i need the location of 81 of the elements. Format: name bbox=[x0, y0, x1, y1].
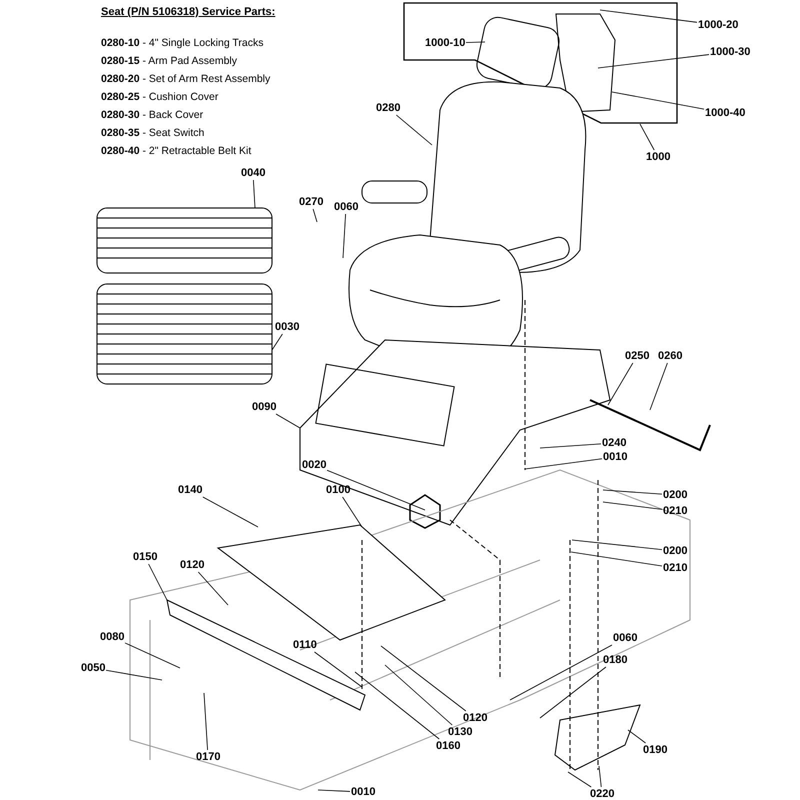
leader-line bbox=[202, 496, 258, 528]
leader-line bbox=[600, 10, 698, 23]
callout-number: 0200 bbox=[663, 489, 688, 501]
leader-line bbox=[640, 124, 655, 150]
callout-number: 0220 bbox=[590, 788, 614, 800]
leader-line bbox=[540, 666, 606, 718]
service-part-entry: 0280-10 - 4" Single Locking Tracks bbox=[101, 37, 264, 49]
leader-line bbox=[572, 540, 662, 550]
callout-number: 0270 bbox=[299, 196, 324, 208]
callout-number: 0160 bbox=[436, 740, 460, 752]
callout-number: 0040 bbox=[241, 167, 266, 179]
leader-line bbox=[628, 730, 646, 744]
leader-line bbox=[602, 490, 662, 494]
callout-number: 0030 bbox=[275, 321, 300, 333]
callout-number: 0130 bbox=[448, 726, 472, 738]
leader-line bbox=[148, 564, 168, 600]
callout-number: 0060 bbox=[613, 632, 638, 644]
leader-line bbox=[524, 458, 602, 470]
callout-number: 0170 bbox=[196, 751, 220, 763]
leader-line bbox=[568, 772, 592, 788]
service-part-entry: 0280-40 - 2" Retractable Belt Kit bbox=[101, 145, 252, 157]
leader-line bbox=[608, 362, 634, 406]
leader-line bbox=[198, 572, 228, 606]
leader-line bbox=[124, 642, 180, 668]
callout-number: 0090 bbox=[252, 401, 276, 413]
callout-number: 0260 bbox=[658, 350, 682, 362]
callout-number: 0020 bbox=[302, 459, 326, 471]
callout-number: 0150 bbox=[133, 551, 158, 563]
callout-number: 1000-10 bbox=[425, 37, 466, 49]
leader-line bbox=[570, 552, 662, 566]
service-part-entry: 0280-15 - Arm Pad Assembly bbox=[101, 55, 237, 67]
callout-number: 0110 bbox=[293, 639, 317, 651]
callout-number: 0210 bbox=[663, 562, 688, 574]
callout-number: 0210 bbox=[663, 505, 688, 517]
callout-number: 0060 bbox=[334, 201, 358, 213]
leader-line bbox=[276, 414, 300, 428]
callout-number: 0240 bbox=[602, 437, 626, 449]
callout-number: 0120 bbox=[463, 712, 488, 724]
leader-line bbox=[314, 652, 362, 688]
callout-number: 0050 bbox=[81, 662, 106, 674]
leader-line bbox=[106, 670, 162, 680]
leader-line bbox=[540, 443, 602, 448]
callout-number: 0180 bbox=[603, 654, 628, 666]
leader-line bbox=[204, 692, 208, 750]
leader-line bbox=[342, 496, 362, 528]
callout-number: 0120 bbox=[180, 559, 204, 571]
callout-number: 0100 bbox=[326, 484, 350, 496]
leader-line bbox=[272, 334, 283, 350]
callout-number: 0080 bbox=[100, 631, 124, 643]
leader-line bbox=[612, 92, 704, 110]
service-part-entry: 0280-25 - Cushion Cover bbox=[101, 91, 218, 103]
callout-number: 0280 bbox=[376, 102, 400, 114]
service-part-entry: 0280-20 - Set of Arm Rest Assembly bbox=[101, 73, 270, 85]
leader-line bbox=[396, 114, 432, 146]
list-heading: Seat (P/N 5106318) Service Parts: bbox=[101, 6, 276, 18]
callout-number: 1000-40 bbox=[705, 107, 746, 119]
service-part-entry: 0280-35 - Seat Switch bbox=[101, 127, 204, 139]
callout-number: 0250 bbox=[625, 350, 650, 362]
callout-number: 1000 bbox=[646, 151, 670, 163]
callout-number: 0010 bbox=[351, 786, 376, 798]
leader-line bbox=[380, 646, 466, 712]
leader-line bbox=[318, 790, 350, 792]
leader-line bbox=[510, 644, 612, 700]
callout-number: 0140 bbox=[178, 484, 202, 496]
leader-line bbox=[326, 470, 426, 510]
leader-line bbox=[384, 664, 453, 726]
callout-number: 0200 bbox=[663, 545, 688, 557]
leader-line bbox=[598, 766, 602, 788]
leader-line bbox=[253, 180, 256, 208]
service-part-entry: 0280-30 - Back Cover bbox=[101, 109, 204, 121]
callout-number: 0010 bbox=[603, 451, 628, 463]
leader-line bbox=[342, 214, 346, 258]
leader-line bbox=[312, 208, 318, 222]
callout-number: 1000-30 bbox=[710, 46, 750, 58]
callout-number: 0190 bbox=[643, 744, 668, 756]
leader-line bbox=[650, 362, 668, 410]
leader-line bbox=[466, 42, 486, 43]
leader-line bbox=[598, 54, 710, 68]
leader-line bbox=[602, 502, 662, 510]
leader-line bbox=[354, 672, 440, 740]
callout-number: 1000-20 bbox=[698, 19, 738, 31]
